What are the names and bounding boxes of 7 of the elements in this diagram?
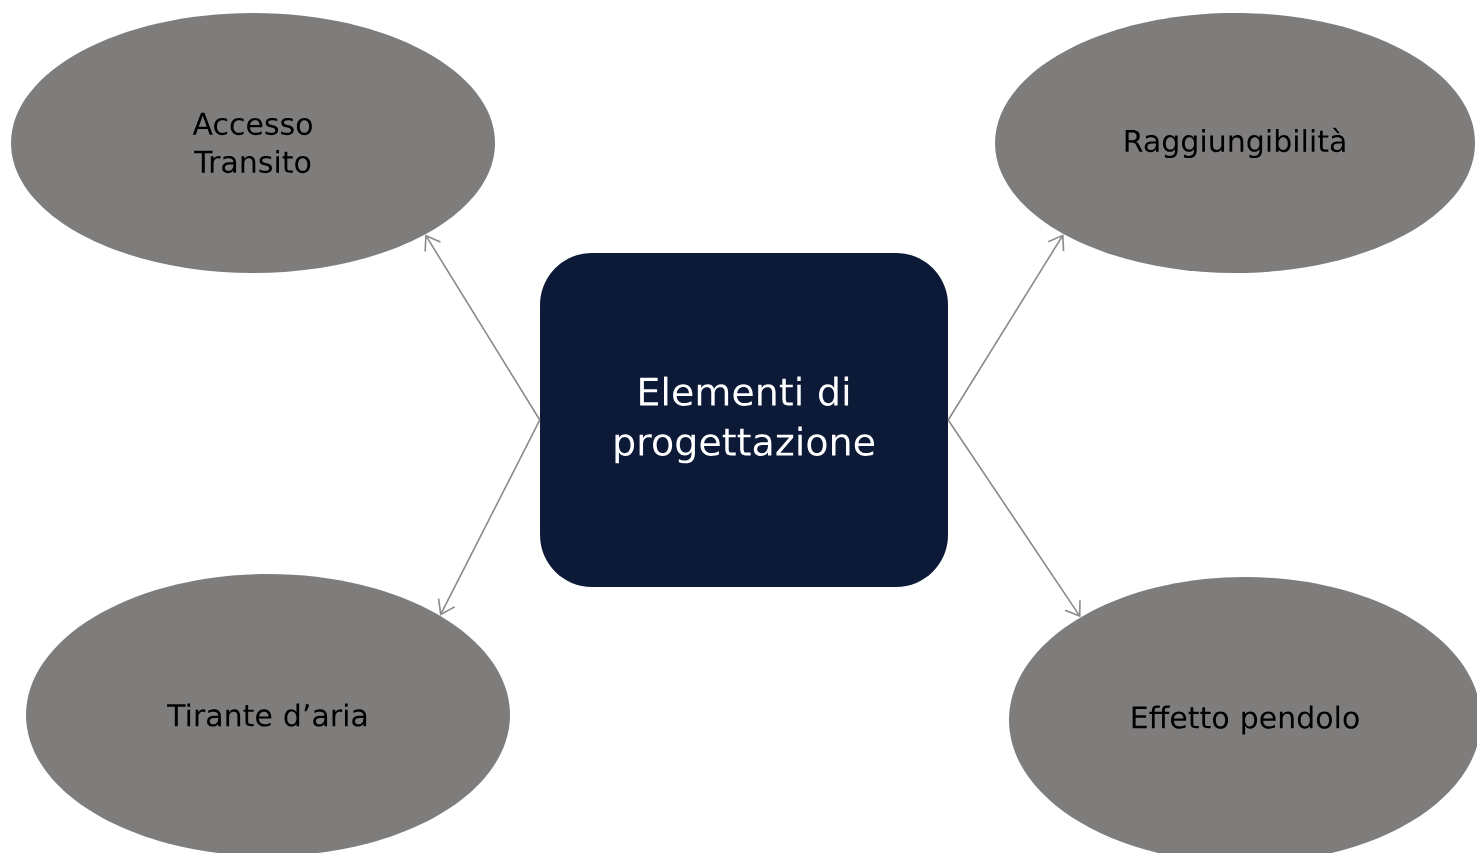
oval-node: Accesso Transito (11, 13, 495, 273)
oval-node: Raggiungibilità (995, 13, 1475, 273)
arrow (947, 419, 1081, 618)
arrow (424, 234, 541, 421)
arrow (947, 234, 1065, 421)
central-box: Elementi di progettazione (540, 253, 948, 587)
arrow (437, 419, 541, 616)
